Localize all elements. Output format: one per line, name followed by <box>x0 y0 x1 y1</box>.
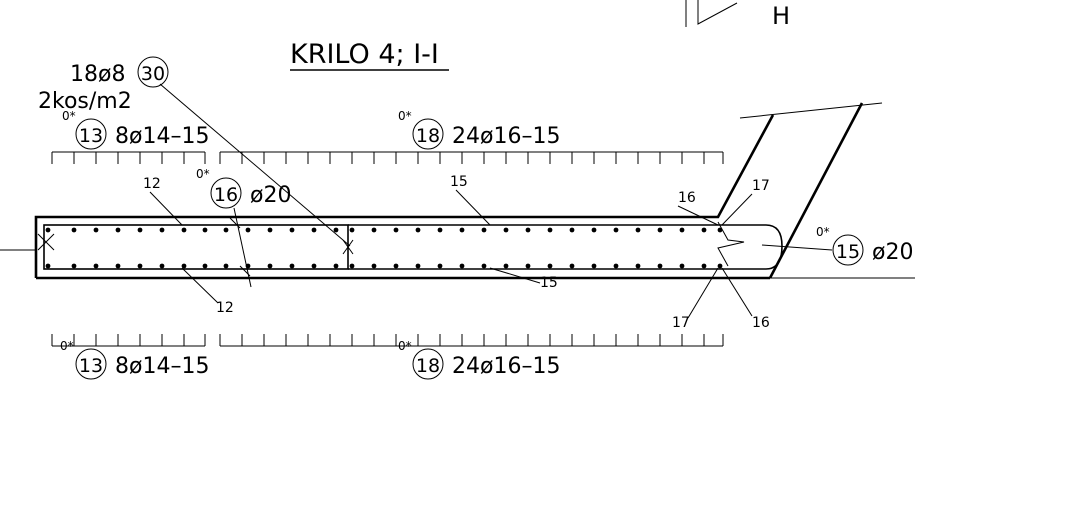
stirrup-right <box>342 221 783 270</box>
section-arrow-symbol <box>685 0 738 27</box>
mark-18-bottom: 18 <box>416 355 440 377</box>
zero-mark: 0* <box>816 225 830 239</box>
note-density: 2kos/m2 <box>38 89 132 114</box>
bottom-rebar-row <box>45 263 723 269</box>
note-mark: 30 <box>141 63 165 85</box>
zero-mark: 0* <box>60 339 74 353</box>
label-12-bottom: 12 <box>216 300 234 316</box>
zero-mark: 0* <box>398 109 412 123</box>
mark-13-bottom: 13 <box>79 355 103 377</box>
wing-outline <box>0 102 915 280</box>
callout-top-right: 24ø16–15 <box>452 124 560 149</box>
mark-circle-16 <box>210 177 242 209</box>
label-16-bottom: 16 <box>752 315 770 331</box>
mark-circle-18-bottom <box>412 348 444 380</box>
mark-circle-15 <box>832 234 864 266</box>
stirrup-left <box>43 224 349 270</box>
header-mark: H <box>772 2 790 30</box>
label-16-top: 16 <box>678 190 696 206</box>
callout-bottom-left: 8ø14–15 <box>115 354 209 379</box>
zero-mark: 0* <box>62 109 76 123</box>
zero-mark: 0* <box>398 339 412 353</box>
mark-circle-30 <box>137 56 169 88</box>
end-mark-left <box>37 233 55 251</box>
mark-circle-13-bottom <box>75 348 107 380</box>
zero-mark: 0* <box>196 167 210 181</box>
label-17-bottom: 17 <box>672 315 690 331</box>
label-15-bottom: 15 <box>540 275 558 291</box>
top-bar-spacing-left <box>51 151 206 164</box>
mark-15: 15 <box>836 241 860 263</box>
top-rebar-row <box>45 227 723 233</box>
leader-15 <box>761 244 833 251</box>
leader-30 <box>159 83 351 247</box>
callout-top-left: 8ø14–15 <box>115 124 209 149</box>
label-17-top: 17 <box>752 178 770 194</box>
callout-right: ø20 <box>872 240 913 265</box>
note-bars: 18ø8 <box>70 62 125 87</box>
top-bar-spacing-right <box>219 151 724 164</box>
label-15-top: 15 <box>450 174 468 190</box>
bottom-bar-spacing-right <box>219 334 724 347</box>
callout-mid: ø20 <box>250 183 291 208</box>
mark-13-top: 13 <box>79 125 103 147</box>
mark-circle-18-top <box>412 118 444 150</box>
mark-16: 16 <box>214 184 238 206</box>
mark-18-top: 18 <box>416 125 440 147</box>
label-12-top: 12 <box>143 176 161 192</box>
mark-circle-13-top <box>75 118 107 150</box>
drawing-title: KRILO 4; I-I <box>290 39 439 70</box>
callout-bottom-right: 24ø16–15 <box>452 354 560 379</box>
bottom-bar-spacing-left <box>51 334 206 347</box>
